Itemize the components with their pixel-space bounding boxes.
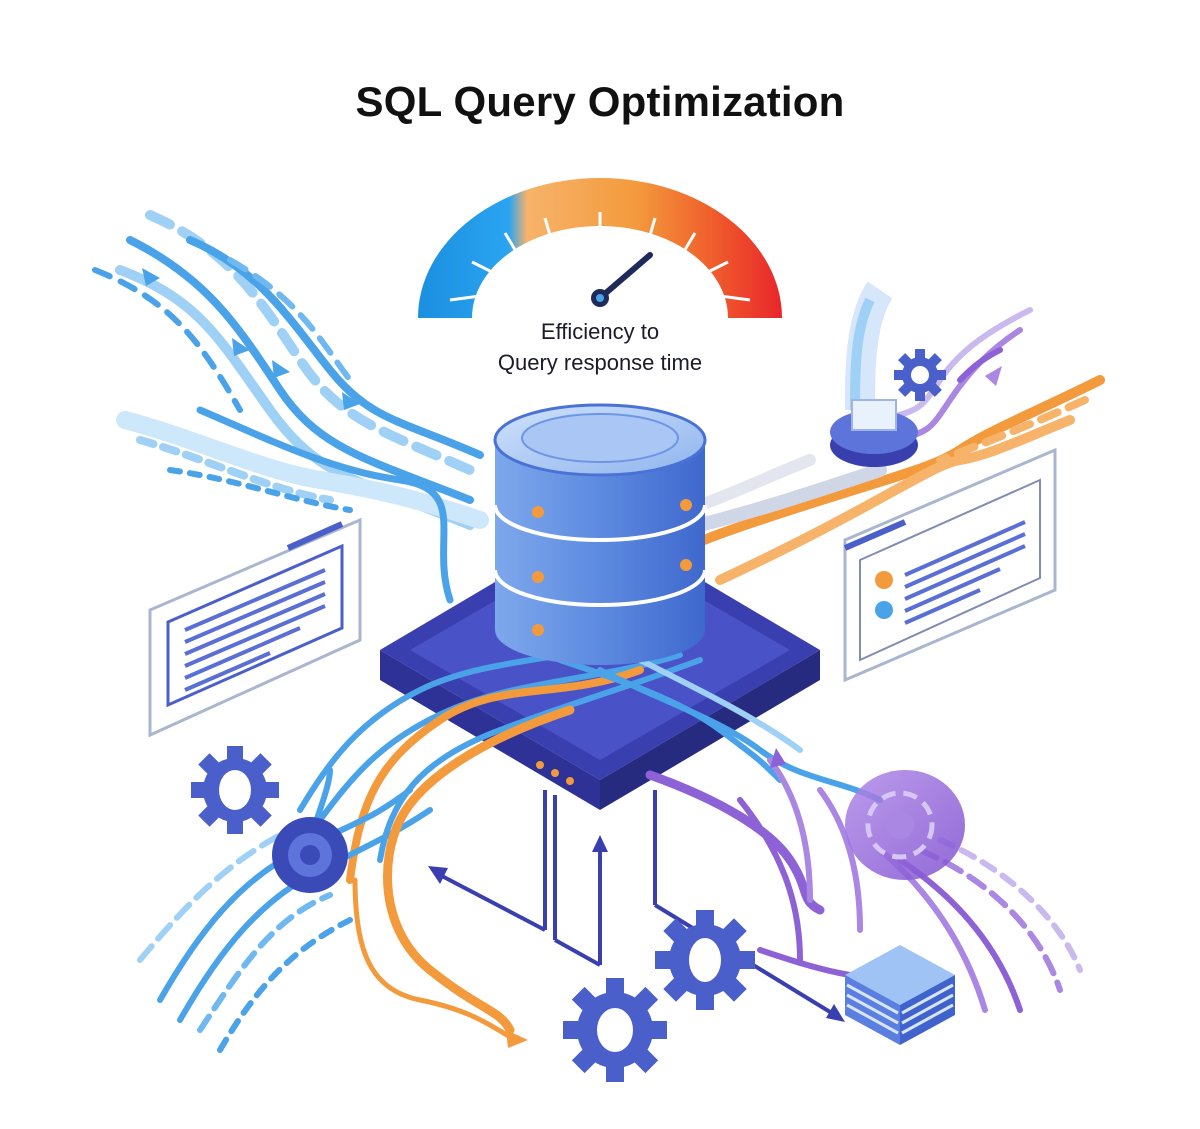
navy-arrows (439, 790, 837, 1017)
base-crossing-streams (297, 637, 883, 884)
purple-gear-cluster-icon (845, 770, 965, 880)
navy-arrowheads (428, 835, 845, 1022)
purple-arrowhead-mid (770, 748, 786, 768)
upper-left-arrowheads (142, 268, 360, 410)
lower-left-data-streams (137, 767, 433, 1053)
gauge-label-line1: Efficiency to (540, 319, 660, 344)
left-document-panel (148, 517, 362, 738)
gear-icon (191, 746, 279, 834)
orange-loop (352, 705, 575, 1043)
gauge-label: Efficiency to Query response time (440, 316, 760, 378)
gear-icon-ring (272, 817, 348, 893)
orange-arrowhead (506, 1030, 528, 1048)
gear-icon-bottom (563, 978, 667, 1082)
gauge-icon (418, 178, 782, 318)
gauge-label-line2: Query response time (497, 350, 703, 375)
stack-icon (845, 945, 955, 1045)
right-document-panel (843, 447, 1057, 683)
upper-right-gear-icon (894, 349, 946, 401)
gear-icon-right (655, 910, 755, 1010)
database-icon (493, 403, 707, 665)
purple-arrowhead-top (985, 366, 1002, 386)
page-title: SQL Query Optimization (355, 78, 845, 125)
upper-left-data-streams (92, 210, 489, 604)
connector-node (830, 281, 918, 467)
